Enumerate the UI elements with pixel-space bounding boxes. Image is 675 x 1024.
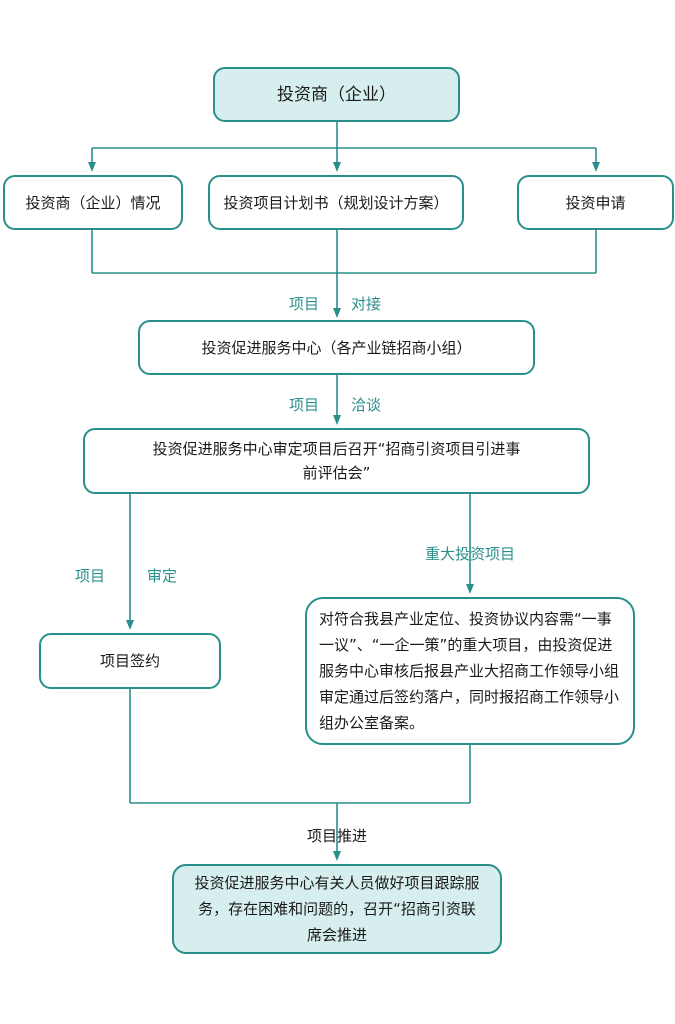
edge-label-negotiation-right: 洽谈 bbox=[351, 396, 382, 414]
edge-label-docking-left: 项目 bbox=[289, 295, 320, 313]
project-signing-label: 项目签约 bbox=[99, 652, 160, 670]
major-project-text: 对符合我县产业定位、投资协议内容需“一事一议”、“一企一策”的重大项目，由投资促… bbox=[319, 610, 620, 732]
edge-label-negotiation-left: 项目 bbox=[289, 396, 320, 414]
investor-node: 投资商（企业） bbox=[213, 67, 460, 122]
edge-label-review-right: 审定 bbox=[147, 567, 178, 585]
edge-label-docking-right: 对接 bbox=[351, 295, 382, 313]
investor-status-label: 投资商（企业）情况 bbox=[25, 193, 161, 212]
service-center-label: 投资促进服务中心（各产业链招商小组） bbox=[201, 338, 472, 357]
review-meeting-label-line2: 前评估会” bbox=[302, 464, 371, 482]
edge-label-review-left: 项目 bbox=[75, 567, 106, 585]
investment-application-node: 投资申请 bbox=[517, 175, 674, 230]
investor-label: 投资商（企业） bbox=[277, 84, 396, 105]
investor-status-node: 投资商（企业）情况 bbox=[3, 175, 183, 230]
project-plan-label: 投资项目计划书（规划设计方案） bbox=[223, 193, 449, 212]
edge-label-major-project: 重大投资项目 bbox=[425, 545, 516, 563]
investment-application-label: 投资申请 bbox=[565, 193, 626, 212]
review-meeting-node: 投资促进服务中心审定项目后召开“招商引资项目引进事 前评估会” bbox=[83, 428, 590, 494]
major-project-node: 对符合我县产业定位、投资协议内容需“一事一议”、“一企一策”的重大项目，由投资促… bbox=[305, 597, 635, 745]
service-center-node: 投资促进服务中心（各产业链招商小组） bbox=[138, 320, 535, 375]
review-meeting-label-line1: 投资促进服务中心审定项目后召开“招商引资项目引进事 bbox=[152, 440, 521, 458]
follow-up-service-node: 投资促进服务中心有关人员做好项目跟踪服务，存在困难和问题的，召开“招商引资联席会… bbox=[172, 864, 502, 954]
project-plan-node: 投资项目计划书（规划设计方案） bbox=[208, 175, 464, 230]
edge-label-promotion: 项目推进 bbox=[307, 827, 368, 845]
follow-up-service-text: 投资促进服务中心有关人员做好项目跟踪服务，存在困难和问题的，召开“招商引资联席会… bbox=[194, 874, 480, 944]
project-signing-node: 项目签约 bbox=[39, 633, 221, 689]
